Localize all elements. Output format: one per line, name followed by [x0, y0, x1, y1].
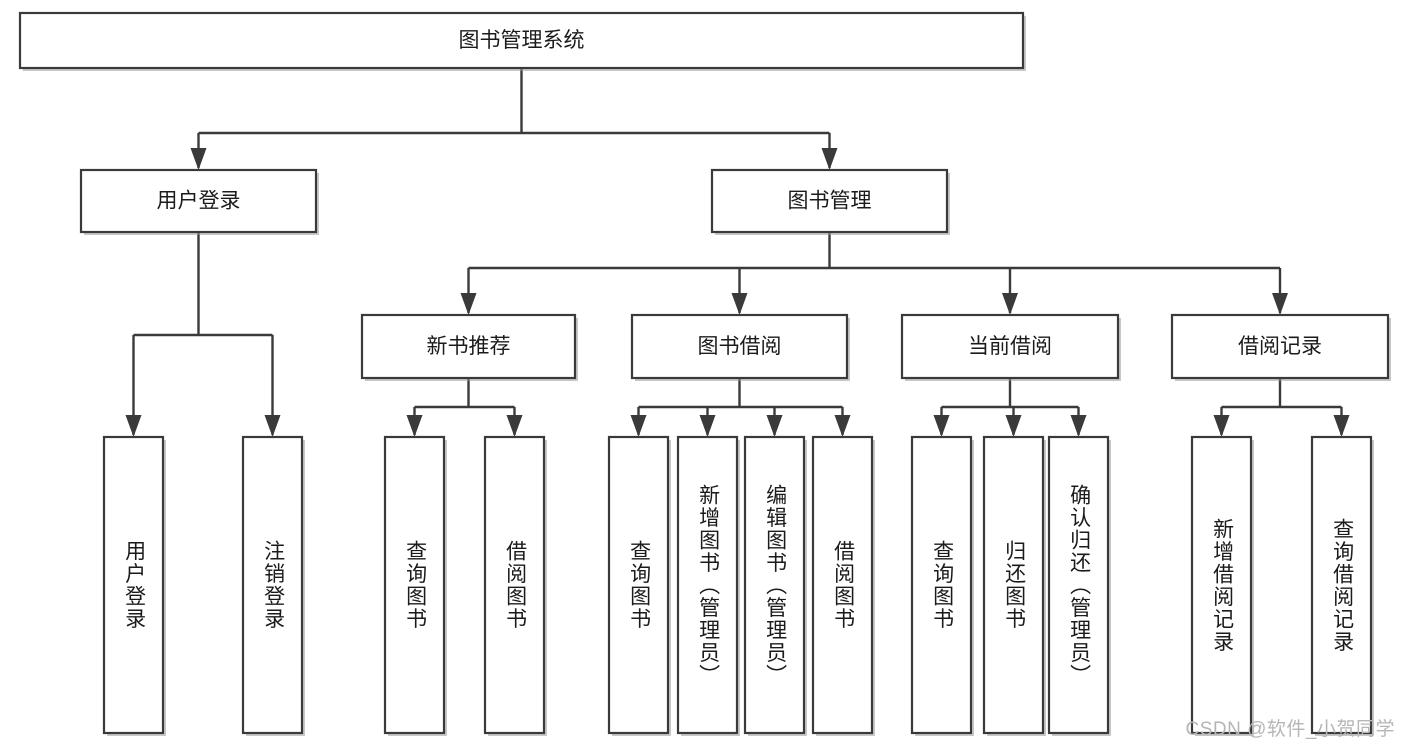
- node-label-level3-1: 图书借阅: [698, 335, 782, 358]
- node-rect[interactable]: [1047, 435, 1110, 735]
- node-leaf-6[interactable]: [743, 435, 807, 736]
- node-rect[interactable]: [607, 435, 670, 735]
- node-rect[interactable]: [910, 435, 973, 735]
- arrow-head-borrow-leaf-1: [699, 415, 716, 437]
- node-rect[interactable]: [483, 435, 546, 735]
- node-label-level3-0: 新书推荐: [427, 335, 511, 358]
- node-rect[interactable]: [811, 435, 874, 735]
- node-rect[interactable]: [676, 435, 739, 735]
- arrow-head-level3-1: [731, 293, 748, 315]
- node-rect[interactable]: [79, 168, 318, 234]
- arrow-head-level3-2: [1002, 293, 1018, 315]
- arrow-head-borrow-leaf-2: [766, 415, 783, 437]
- node-leaf-11[interactable]: [1190, 435, 1254, 736]
- node-label-level3-2: 当前借阅: [968, 335, 1052, 358]
- node-leaf-4[interactable]: [607, 435, 671, 736]
- node-rect[interactable]: [1170, 313, 1390, 380]
- node-rect[interactable]: [241, 435, 304, 735]
- node-rect[interactable]: [743, 435, 806, 735]
- arrow-head-login-leaf-0: [125, 415, 142, 437]
- arrow-head-level3-3: [1272, 293, 1288, 315]
- node-leaf-12[interactable]: [1310, 435, 1374, 736]
- arrow-head-current-leaf-1: [1005, 415, 1022, 437]
- node-level3-3[interactable]: [1170, 313, 1391, 381]
- node-root-0[interactable]: [18, 11, 1026, 71]
- node-rect[interactable]: [630, 313, 849, 380]
- node-leaf-3[interactable]: [483, 435, 547, 736]
- node-level3-2[interactable]: [900, 313, 1121, 381]
- arrow-head-level2-0: [190, 148, 207, 170]
- node-label-level3-3: 借阅记录: [1238, 335, 1322, 358]
- node-level3-1[interactable]: [630, 313, 850, 381]
- node-leaf-9[interactable]: [982, 435, 1046, 736]
- node-level2-1[interactable]: [710, 168, 950, 235]
- node-rect[interactable]: [1190, 435, 1253, 735]
- node-rect[interactable]: [710, 168, 949, 234]
- arrow-head-borrow-leaf-0: [630, 415, 647, 437]
- node-level2-0[interactable]: [79, 168, 319, 235]
- node-rect[interactable]: [1310, 435, 1373, 735]
- node-boxes: [18, 11, 1391, 736]
- arrow-head-borrow-leaf-3: [834, 415, 851, 437]
- arrow-head-level3-0: [460, 293, 477, 315]
- node-leaf-7[interactable]: [811, 435, 875, 736]
- node-rect[interactable]: [383, 435, 446, 735]
- node-leaf-1[interactable]: [241, 435, 305, 736]
- arrow-head-records-leaf-1: [1333, 415, 1350, 437]
- arrow-head-newbook-leaf-1: [506, 415, 523, 437]
- arrow-head-current-leaf-0: [933, 415, 950, 437]
- node-leaf-5[interactable]: [676, 435, 740, 736]
- node-label-root-0: 图书管理系统: [459, 29, 585, 52]
- node-rect[interactable]: [900, 313, 1120, 380]
- node-rect[interactable]: [18, 11, 1025, 70]
- node-level3-0[interactable]: [360, 313, 578, 381]
- arrow-head-newbook-leaf-0: [406, 415, 423, 437]
- node-rect[interactable]: [982, 435, 1045, 735]
- arrow-head-current-leaf-2: [1070, 415, 1087, 437]
- node-label-level2-0: 用户登录: [157, 190, 241, 213]
- node-leaf-8[interactable]: [910, 435, 974, 736]
- node-rect[interactable]: [360, 313, 577, 380]
- watermark-text: CSDN @软件_小贺同学: [1185, 719, 1395, 740]
- node-leaf-0[interactable]: [102, 435, 166, 736]
- arrow-head-login-leaf-1: [264, 415, 281, 437]
- node-rect[interactable]: [102, 435, 165, 735]
- arrow-head-level2-1: [821, 148, 838, 170]
- node-label-level2-1: 图书管理: [788, 190, 872, 213]
- connector-lines: [125, 68, 1350, 437]
- arrow-head-records-leaf-0: [1213, 415, 1230, 437]
- node-leaf-2[interactable]: [383, 435, 447, 736]
- node-leaf-10[interactable]: [1047, 435, 1111, 736]
